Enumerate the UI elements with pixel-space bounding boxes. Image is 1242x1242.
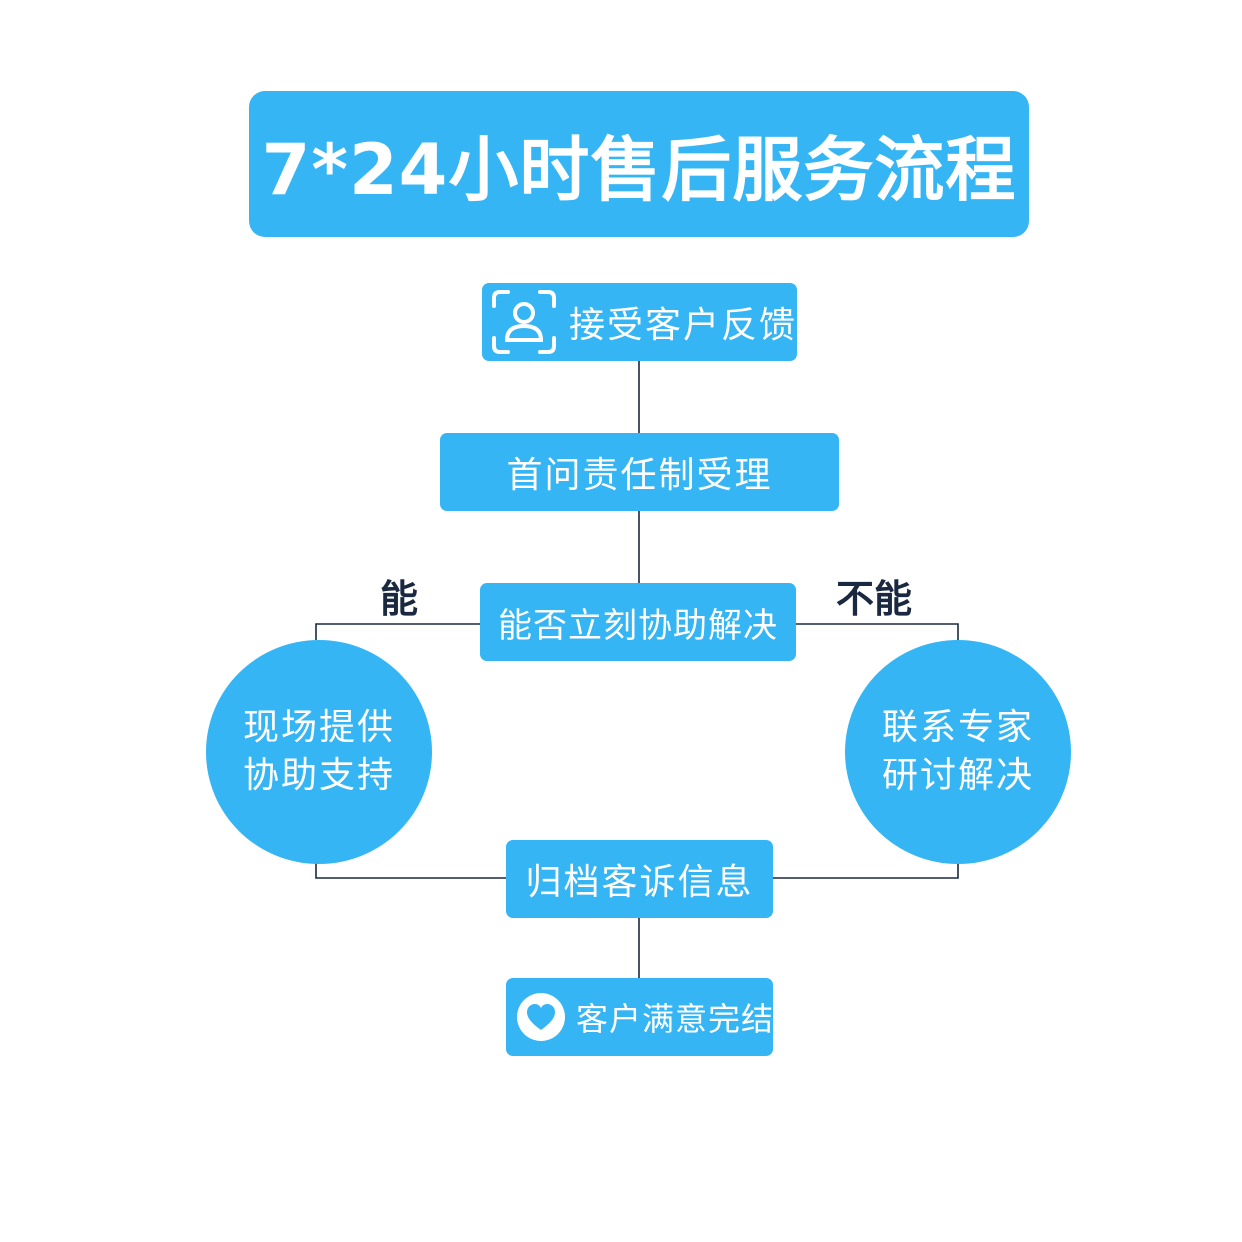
branch-no-label: 不能 [836, 577, 913, 621]
heart-icon [516, 992, 566, 1042]
yes-action-line-1: 现场提供 [242, 707, 395, 748]
step-archive: 归档客诉信息 [506, 840, 773, 918]
no-action-line-1: 联系专家 [881, 707, 1034, 748]
step-first-contact-label: 首问责任制受理 [506, 455, 773, 496]
no-action-circle: 联系专家 研讨解决 [845, 640, 1071, 864]
step-decision-label: 能否立刻协助解决 [498, 605, 778, 646]
user-scan-icon [490, 287, 559, 357]
page-title: 7*24小时售后服务流程 [249, 91, 1029, 237]
step-first-contact: 首问责任制受理 [440, 433, 839, 511]
branch-yes-label: 能 [380, 577, 419, 621]
no-action-line-2: 研讨解决 [881, 755, 1034, 796]
yes-action-circle: 现场提供 协助支持 [206, 640, 432, 864]
step-complete: 客户满意完结 [506, 978, 773, 1056]
step-receive-feedback: 接受客户反馈 [482, 283, 797, 361]
step-archive-label: 归档客诉信息 [525, 862, 754, 903]
step-decision: 能否立刻协助解决 [480, 583, 796, 661]
yes-action-line-2: 协助支持 [242, 755, 395, 796]
step-complete-label: 客户满意完结 [576, 1000, 775, 1038]
step-receive-label: 接受客户反馈 [568, 305, 797, 346]
